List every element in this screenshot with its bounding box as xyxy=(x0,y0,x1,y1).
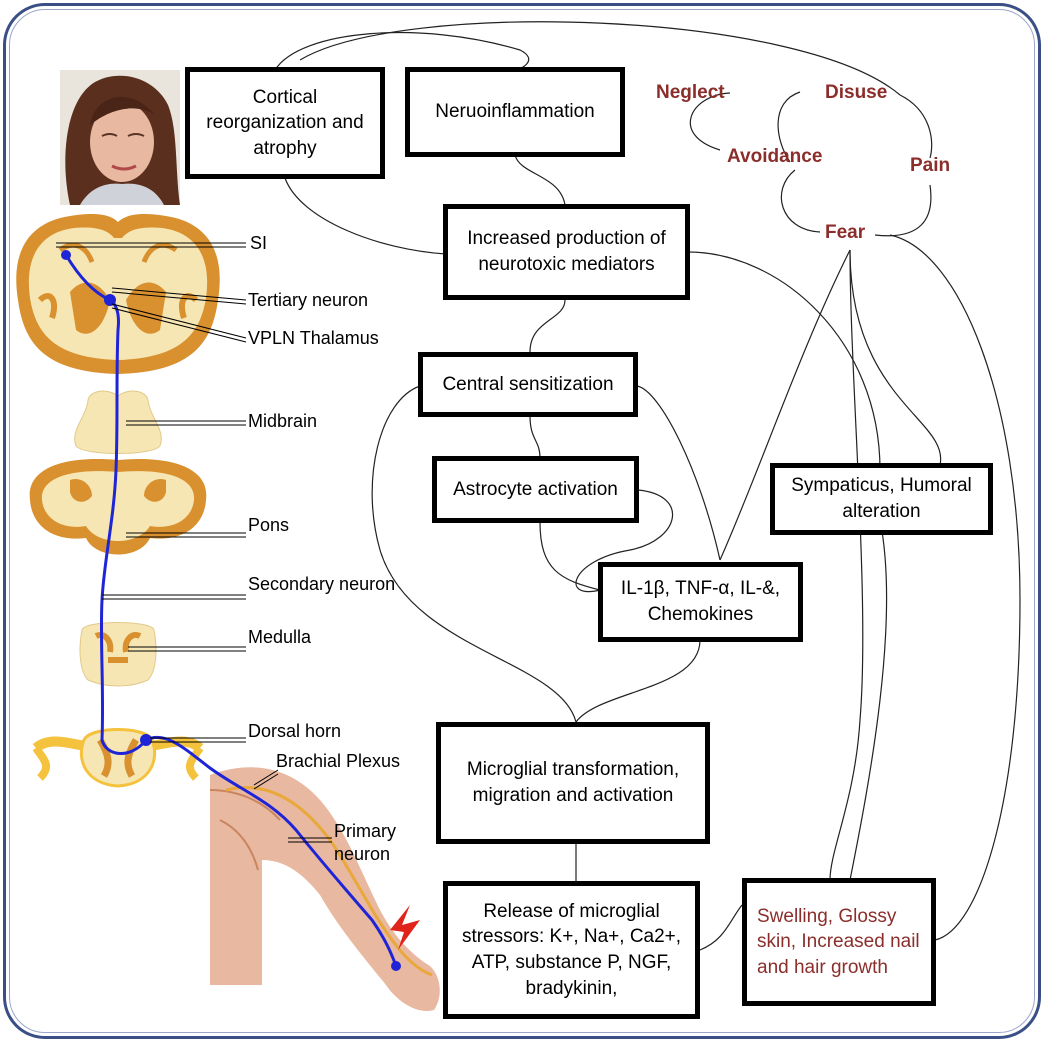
patient-portrait xyxy=(60,70,180,205)
box-astrocyte-activation: Astrocyte activation xyxy=(432,456,639,523)
anatomy-leader-lines xyxy=(56,242,332,843)
medulla-section xyxy=(79,622,157,687)
box-neurotoxic-mediators: Increased production of neurotoxic media… xyxy=(443,204,690,300)
label-midbrain: Midbrain xyxy=(248,411,318,431)
word-fear: Fear xyxy=(825,222,866,243)
label-medulla: Medulla xyxy=(248,627,312,647)
pons-section xyxy=(29,459,207,555)
label-secondary-neuron: Secondary neuron xyxy=(248,574,396,594)
neuron-body-secondary xyxy=(140,734,152,746)
box-microglial-stressors: Release of microglial stressors: K+, Na+… xyxy=(443,881,700,1019)
box-central-sensitization: Central sensitization xyxy=(418,352,638,417)
label-dorsal-horn: Dorsal horn xyxy=(248,721,342,741)
arm-illustration xyxy=(209,767,440,1011)
box-cortical-reorganization: Cortical reorganization and atrophy xyxy=(185,67,385,179)
label-primary-neuron: Primary neuron xyxy=(334,821,396,864)
box-swelling: Swelling, Glossy skin, Increased nail an… xyxy=(742,878,936,1006)
label-tertiary-neuron: Tertiary neuron xyxy=(248,290,369,310)
label-si: SI xyxy=(250,233,268,253)
word-neglect: Neglect xyxy=(656,82,725,103)
connector-lines xyxy=(274,21,1021,951)
neuron-terminal-hand xyxy=(391,961,401,971)
box-sympaticus: Sympaticus, Humoral alteration xyxy=(770,463,993,535)
box-microglial-transformation: Microglial transformation, migration and… xyxy=(436,722,710,844)
word-pain: Pain xyxy=(910,155,951,176)
word-avoidance: Avoidance xyxy=(727,146,823,167)
inner-frame xyxy=(9,9,1035,1033)
neuron-terminal-si xyxy=(61,250,71,260)
box-neuroinflammation: Neruoinflammation xyxy=(405,67,625,157)
label-pons: Pons xyxy=(248,515,290,535)
neuron-pathway xyxy=(64,254,398,967)
outer-frame xyxy=(3,3,1041,1039)
box-cytokines: IL-1β, TNF-α, IL-&, Chemokines xyxy=(598,562,803,642)
word-disuse: Disuse xyxy=(825,82,888,103)
label-brachial-plexus: Brachial Plexus xyxy=(276,751,401,771)
label-vpln-thalamus: VPLN Thalamus xyxy=(248,328,379,348)
neuron-body-tertiary xyxy=(104,294,116,306)
